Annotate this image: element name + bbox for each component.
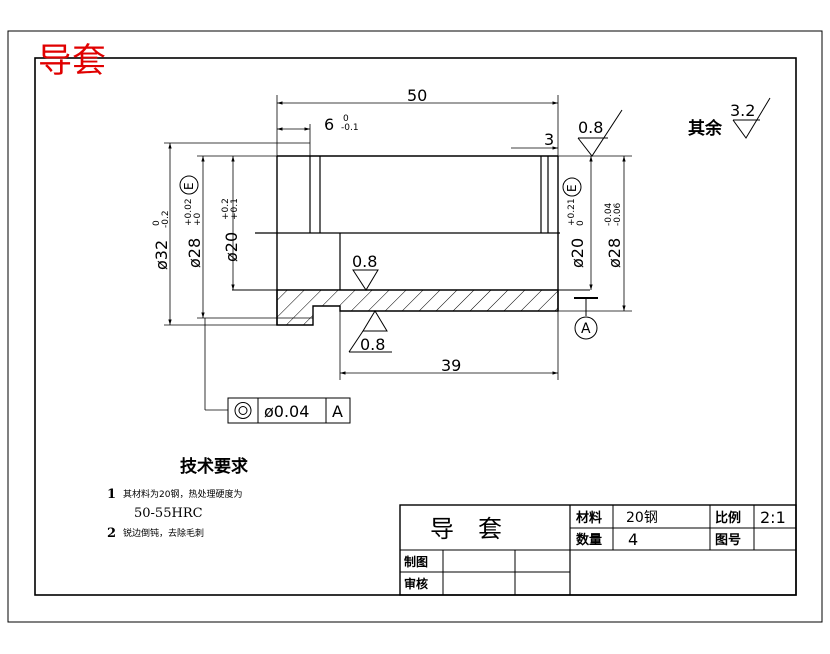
dim-left-fit-dia: ø28	[185, 238, 204, 268]
tech-requirements: 技术要求 1 其材料为20钢，热处理硬度为 50-55HRC 2 锐边倒钝，去除…	[107, 456, 248, 541]
envelope-mark-left	[179, 175, 199, 195]
dim-right-fit-tol-lower: -0.06	[613, 202, 623, 226]
envelope-mark-right	[562, 177, 582, 197]
dim-3: 3	[544, 130, 554, 149]
dim-outer-dia: ø32	[152, 240, 171, 270]
dim-outer-tol-upper: 0	[152, 220, 162, 226]
roughness-other-symbol	[732, 97, 771, 139]
roughness-symbols: 0.8 0.8 0.8 其余 3.2	[348, 97, 771, 354]
dim-left-bore-dia: ø20	[222, 232, 241, 262]
corner-title: 导套	[38, 41, 106, 81]
tb-checked-label: 审核	[404, 576, 428, 591]
envelope-mark-left-label: E	[182, 182, 196, 190]
tb-drawing-no-label: 图号	[715, 533, 741, 548]
roughness-top-right: 0.8	[578, 118, 603, 137]
dim-left-fit-tol-upper: +0.02	[184, 198, 194, 226]
dim-right-fit-dia: ø28	[605, 238, 624, 268]
tech-title: 技术要求	[180, 456, 248, 477]
dim-50: 50	[407, 86, 427, 105]
roughness-middle: 0.8	[352, 252, 377, 271]
dim-left-bore-tol-upper: +0.2	[221, 198, 231, 220]
envelope-mark-right-label: E	[565, 184, 579, 192]
tb-scale-value: 2:1	[760, 508, 786, 527]
dim-6-tol-upper: 0	[343, 114, 349, 124]
roughness-bottom-symbol	[362, 310, 388, 332]
tb-material-value: 20钢	[626, 510, 658, 526]
title-block: 导 套 材料 20钢 比例 2:1 数量 4 图号 制图 审核	[399, 504, 797, 596]
tech-item-1-text: 其材料为20钢，热处理硬度为	[123, 488, 242, 500]
concentricity-icon	[234, 402, 252, 419]
tech-item-2-text: 锐边倒钝，去除毛刺	[123, 527, 204, 539]
dim-right-fit-tol-upper: -0.04	[604, 202, 614, 226]
part-view	[232, 155, 590, 326]
dim-right-bore-tol-upper: +0.21	[567, 198, 577, 226]
tolerance-box	[227, 397, 351, 424]
tb-quantity-label: 数量	[576, 532, 602, 548]
tech-item-2-num: 2	[107, 526, 116, 541]
roughness-top-right-symbol	[577, 109, 623, 157]
roughness-bottom: 0.8	[360, 335, 385, 354]
tb-part-name: 导 套	[430, 515, 502, 543]
tolerance-value: ø0.04	[264, 402, 309, 421]
dim-6-tol-lower: -0.1	[341, 123, 359, 133]
roughness-other-value: 3.2	[730, 101, 755, 120]
dim-left-fit-tol-lower: +0	[193, 212, 203, 226]
dim-outer-tol-lower: -0.2	[161, 210, 171, 228]
dimensions: 50 6 0 -0.1 3 ø32 0 -0.2 ø28 +0.02 +0 E	[152, 86, 632, 380]
dim-6: 6	[324, 115, 334, 134]
outer-frame	[7, 30, 823, 623]
roughness-bottom-leg	[348, 330, 364, 353]
dim-39: 39	[441, 356, 461, 375]
datum-circle	[574, 316, 598, 340]
concentricity-icon-inner	[238, 406, 248, 415]
dim-right-bore-dia: ø20	[568, 238, 587, 268]
roughness-other-label: 其余	[688, 118, 723, 139]
tb-material-label: 材料	[576, 510, 602, 526]
datum-a: A	[574, 297, 598, 340]
tb-drawn-label: 制图	[404, 554, 428, 569]
tolerance-datum: A	[332, 402, 343, 421]
tb-quantity-value: 4	[628, 530, 638, 549]
dim-left-bore-tol-lower: +0.1	[230, 198, 240, 220]
tech-item-1-num: 1	[107, 487, 116, 502]
tb-scale-label: 比例	[715, 510, 741, 526]
roughness-middle-symbol	[352, 269, 379, 291]
tech-item-1-text2: 50-55HRC	[134, 506, 203, 521]
dim-right-bore-tol-lower: 0	[576, 220, 586, 226]
tolerance-frame: ø0.04 A	[204, 318, 351, 424]
datum-label: A	[581, 321, 591, 337]
section-hatch	[276, 289, 559, 326]
